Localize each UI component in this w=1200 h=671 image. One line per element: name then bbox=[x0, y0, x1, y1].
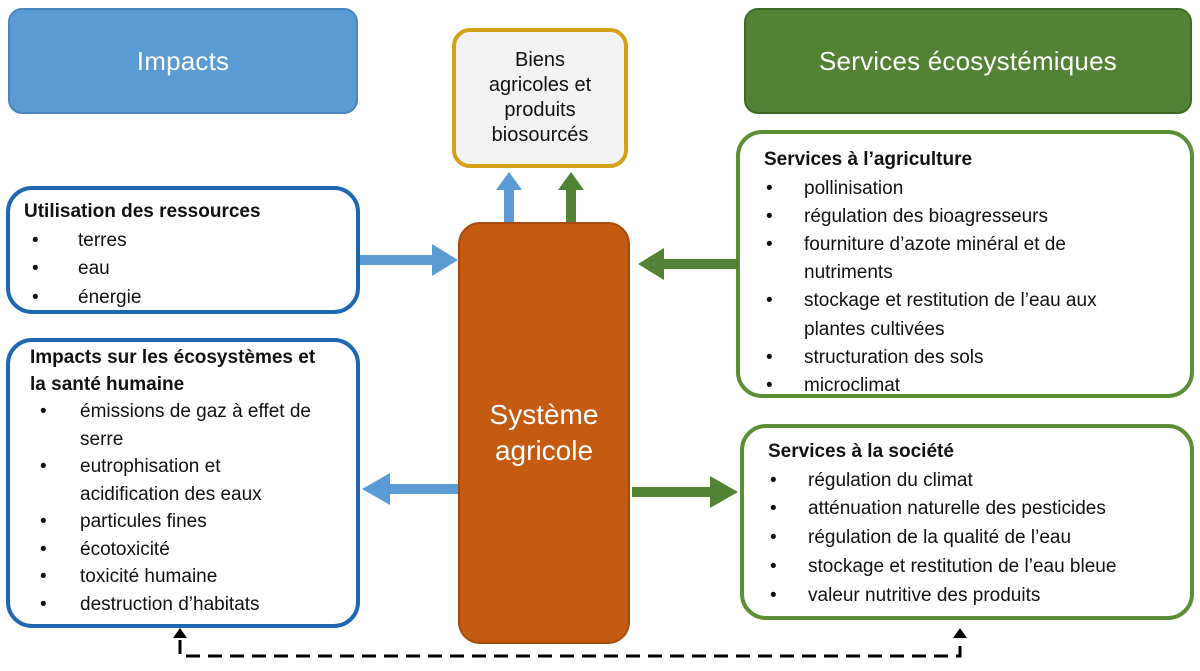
list-item: eutrophisation et acidification des eaux bbox=[32, 453, 316, 508]
list-item: structuration des sols bbox=[764, 344, 1176, 372]
arrow-up-blue bbox=[496, 172, 522, 222]
list-item: valeur nutritive des produits bbox=[768, 582, 1176, 611]
list-item: énergie bbox=[24, 284, 342, 313]
arrow-systeme-to-ecosystemes bbox=[362, 473, 458, 505]
biens-line: produits bbox=[504, 99, 576, 121]
list-item: pollinisation bbox=[764, 175, 1176, 203]
systeme-label: Système agricole bbox=[490, 397, 599, 469]
list-item: stockage et restitution de l’eau aux pla… bbox=[764, 287, 1134, 343]
systeme-line: Système bbox=[489, 399, 599, 430]
box-title: Impacts sur les écosystèmes et la santé … bbox=[30, 344, 342, 398]
list-item: écotoxicité bbox=[32, 536, 342, 564]
list-item: microclimat bbox=[764, 372, 1176, 400]
impacts-header: Impacts bbox=[8, 8, 358, 114]
list-item: destruction d’habitats bbox=[32, 591, 342, 619]
list-item: eau bbox=[24, 255, 342, 284]
biens-line: biosourcés bbox=[491, 124, 589, 146]
services-societe-box: Services à la société régulation du clim… bbox=[740, 424, 1194, 620]
systeme-line: agricole bbox=[494, 435, 594, 466]
list-item: terres bbox=[24, 227, 342, 256]
biens-agricoles-box: Biens agricoles et produits biosourcés bbox=[452, 28, 628, 168]
box-title: Services à l’agriculture bbox=[764, 149, 973, 170]
title-line: Impacts sur les écosystèmes et bbox=[30, 347, 316, 368]
arrow-agriculture-to-systeme bbox=[638, 248, 738, 280]
arrow-systeme-to-societe bbox=[632, 476, 738, 508]
list-item: atténuation naturelle des pesticides bbox=[768, 495, 1176, 524]
box-title: Utilisation des ressources bbox=[24, 201, 261, 222]
biens-label: Biens agricoles et produits biosourcés bbox=[489, 48, 591, 148]
list-item: émissions de gaz à effet de serre bbox=[32, 398, 330, 453]
services-agriculture-box: Services à l’agriculture pollinisation r… bbox=[736, 130, 1194, 401]
biens-line: Biens bbox=[514, 49, 566, 71]
list-item: stockage et restitution de l’eau bleue bbox=[768, 553, 1176, 582]
list-item: particules fines bbox=[32, 508, 342, 536]
utilisation-ressources-box: Utilisation des ressources terres eau én… bbox=[6, 186, 360, 314]
impacts-ecosystemes-box: Impacts sur les écosystèmes et la santé … bbox=[6, 338, 360, 628]
item-list: régulation du climat atténuation naturel… bbox=[768, 467, 1176, 611]
list-item: régulation des bioagresseurs bbox=[764, 203, 1176, 231]
biens-line: agricoles et bbox=[488, 74, 592, 96]
arrow-up-green bbox=[558, 172, 584, 222]
services-ecosystemiques-header: Services écosystémiques bbox=[744, 8, 1192, 114]
box-title: Services à la société bbox=[768, 441, 954, 462]
list-item: toxicité humaine bbox=[32, 563, 342, 591]
title-line: la santé humaine bbox=[30, 374, 185, 395]
list-item: régulation de la qualité de l’eau bbox=[768, 524, 1176, 553]
item-list: pollinisation régulation des bioagresseu… bbox=[764, 175, 1176, 401]
item-list: émissions de gaz à effet de serre eutrop… bbox=[32, 398, 342, 618]
list-item: régulation du climat bbox=[768, 467, 1176, 496]
systeme-agricole-box: Système agricole bbox=[458, 222, 630, 644]
list-item: fourniture d’azote minéral et de nutrime… bbox=[764, 231, 1104, 287]
item-list: terres eau énergie bbox=[24, 227, 342, 313]
arrow-ressources-to-systeme bbox=[360, 244, 458, 276]
